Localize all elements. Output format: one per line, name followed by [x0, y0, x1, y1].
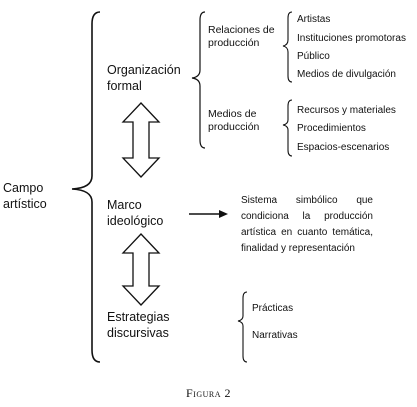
relaciones-item: Público: [297, 51, 330, 62]
relaciones-item: Medios de divulgación: [297, 69, 396, 80]
marco-arrow-head: [219, 210, 228, 218]
organizacion-brace: [191, 11, 206, 149]
double-arrow-lower: [121, 233, 161, 306]
relaciones-brace: [282, 11, 293, 83]
marco-description-line: Sistema simbólico que: [241, 195, 373, 206]
root-label-line-2: artístico: [3, 196, 47, 211]
marco-label-line-2: ideológico: [107, 213, 164, 228]
organizacion-label: Organización formal: [107, 63, 181, 94]
marco-description-line: finalidad y representación: [241, 243, 355, 254]
double-arrow-upper: [121, 102, 161, 178]
medios-item: Procedimientos: [297, 123, 366, 134]
figure-caption-text: Figura 2: [185, 386, 231, 400]
relaciones-item: Instituciones promotoras: [297, 33, 406, 44]
marco-label: Marco ideológico: [107, 198, 163, 229]
root-label-line-1: Campo: [3, 181, 44, 195]
estrategias-label: Estrategias discursivas: [107, 310, 170, 341]
medios-item: Espacios-escenarios: [297, 142, 390, 153]
relaciones-label-line-2: producción: [208, 37, 260, 50]
marco-description-line: artística en cuanto temática,: [241, 227, 373, 238]
estrategias-item: Prácticas: [252, 303, 294, 314]
organizacion-label-line-2: formal: [107, 78, 142, 93]
marco-description: Sistema simbólico que condiciona la prod…: [241, 193, 373, 257]
relaciones-label: Relaciones de producción: [208, 24, 275, 50]
relaciones-label-line-1: Relaciones de: [208, 24, 275, 36]
medios-item: Recursos y materiales: [297, 105, 396, 116]
relaciones-item: Artistas: [297, 14, 331, 25]
estrategias-brace: [237, 291, 248, 363]
main-brace: [71, 11, 101, 363]
estrategias-item: Narrativas: [252, 330, 298, 341]
estrategias-label-line-2: discursivas: [107, 325, 169, 340]
medios-label-line-1: Medios de: [208, 108, 257, 120]
medios-brace: [282, 99, 293, 157]
estrategias-label-line-1: Estrategias: [107, 310, 170, 324]
figure-caption: Figura 2: [0, 386, 417, 401]
medios-label-line-2: producción: [208, 121, 260, 134]
medios-label: Medios de producción: [208, 108, 259, 134]
root-label: Campo artístico: [3, 181, 47, 212]
organizacion-label-line-1: Organización: [107, 63, 181, 77]
marco-label-line-1: Marco: [107, 198, 142, 212]
marco-description-line: condiciona la producción: [241, 211, 373, 222]
